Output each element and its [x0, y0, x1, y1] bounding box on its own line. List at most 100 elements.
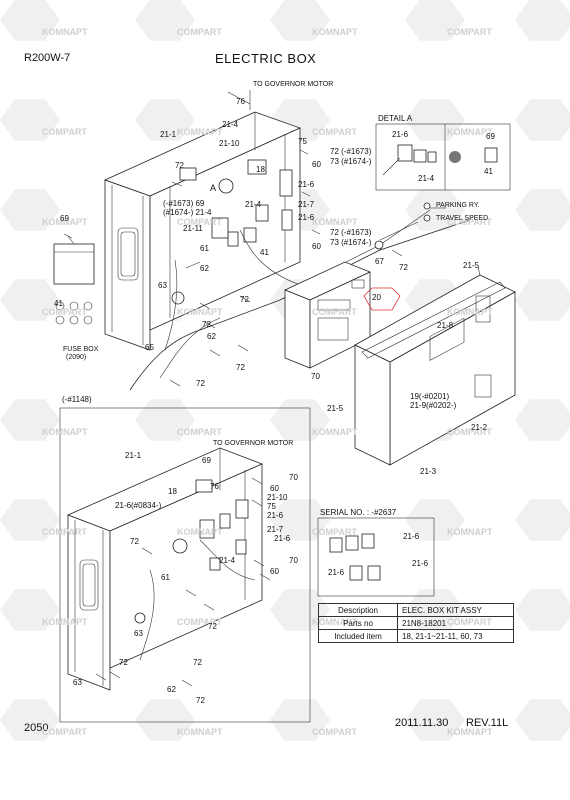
part-label: 60: [270, 567, 279, 576]
detail-a-marker: A: [210, 183, 217, 193]
watermark-brand: COMPART: [447, 27, 492, 37]
callout-20-outline: [363, 287, 401, 311]
part-label: 73 (#1674-): [330, 238, 372, 247]
part-label: 72: [399, 263, 408, 272]
watermark-brand: COMPART: [177, 427, 222, 437]
part-label: 72: [130, 537, 139, 546]
part-label: 62: [207, 332, 216, 341]
watermark-hexagon: [405, 0, 465, 41]
watermark-brand: KOMNAPT: [177, 127, 223, 137]
watermark-brand: COMPART: [312, 527, 357, 537]
watermark-hexagon: [515, 99, 570, 141]
watermark-hexagon: [0, 189, 60, 231]
watermark-brand: KOMNAPT: [312, 427, 358, 437]
part-label: 72: [175, 161, 184, 170]
table-cell-label: Included item: [318, 629, 398, 643]
part-label: 21-6: [403, 532, 420, 541]
watermark-brand: COMPART: [42, 527, 87, 537]
part-label: 19(-#0201): [410, 392, 450, 401]
part-label: 21-7: [267, 525, 284, 534]
part-label: 21-10: [219, 139, 240, 148]
part-label-highlight: 20: [372, 293, 381, 302]
electric-box-upper: [53, 90, 471, 391]
part-label: 21-4: [222, 120, 239, 129]
watermark-brand: KOMNAPT: [312, 27, 358, 37]
part-label: 60: [312, 160, 321, 169]
part-label: 62: [200, 264, 209, 273]
table-row: Included item 18, 21-1~21-11, 60, 73: [318, 629, 514, 643]
part-label: 70: [289, 556, 298, 565]
to-governor-motor-callout-lower: TO GOVERNOR MOTOR: [213, 440, 294, 447]
part-label: 21-4: [418, 174, 435, 183]
watermark-hexagon: [0, 699, 60, 741]
detail-a-label: DETAIL A: [378, 114, 413, 123]
watermark-hexagon: [405, 699, 465, 741]
part-label: 21-7: [298, 200, 315, 209]
part-label: 72: [119, 658, 128, 667]
watermark-hexagon: [515, 189, 570, 231]
part-label: 75: [267, 502, 276, 511]
part-label: 21-4: [245, 200, 262, 209]
table-cell-value: 18, 21-1~21-11, 60, 73: [397, 629, 514, 643]
watermark-hexagon: [270, 399, 330, 441]
watermark-hexagon: [0, 0, 60, 41]
part-label: 21-6: [274, 534, 291, 543]
watermark-brand: KOMNAPT: [42, 27, 88, 37]
watermark-brand: KOMNAPT: [177, 727, 223, 737]
table-cell-value: ELEC. BOX KIT ASSY: [397, 603, 514, 617]
travel-speed-callout: TRAVEL SPEED: [436, 215, 489, 222]
part-label: 73 (#1674-): [330, 157, 372, 166]
watermark-brand: KOMNAPT: [42, 217, 88, 227]
controller-module: [283, 261, 372, 369]
watermark-hexagon: [405, 189, 465, 231]
part-label: 21-6: [412, 559, 429, 568]
watermark-brand: COMPART: [447, 427, 492, 437]
part-label: 41: [260, 248, 269, 257]
part-label: 21-5: [463, 261, 480, 270]
to-governor-motor-callout: TO GOVERNOR MOTOR: [253, 81, 334, 88]
watermark-brand: KOMNAPT: [312, 217, 358, 227]
part-label: 21-8: [437, 321, 454, 330]
part-label: 21-1: [125, 451, 142, 460]
part-label: 41: [54, 299, 63, 308]
part-label: 60: [270, 484, 279, 493]
cover-panel: [354, 274, 516, 466]
watermark-hexagon: [515, 699, 570, 741]
table-row: Parts no 21N8-18201: [318, 616, 514, 630]
part-label: 72: [240, 295, 249, 304]
watermark-brand: COMPART: [42, 727, 87, 737]
part-label: 21-3: [420, 467, 437, 476]
watermark-brand: KOMNAPT: [42, 427, 88, 437]
part-label: 63: [158, 281, 167, 290]
part-label: 21-11: [183, 224, 203, 233]
part-label: 60: [312, 242, 321, 251]
table-cell-label: Description: [318, 603, 398, 617]
part-label: 21-6: [298, 180, 315, 189]
part-label: 21-6: [328, 568, 345, 577]
watermark-hexagon: [0, 279, 60, 321]
watermark-brand: COMPART: [312, 127, 357, 137]
watermark-hexagon: [135, 0, 195, 41]
part-label: 72: [202, 320, 211, 329]
watermark-brand: KOMNAPT: [447, 127, 493, 137]
watermark-hexagon: [515, 399, 570, 441]
part-label: 63: [73, 678, 82, 687]
part-label: 72: [236, 363, 245, 372]
part-label: 70: [289, 473, 298, 482]
watermark-hexagon: [515, 279, 570, 321]
watermark-brand: COMPART: [177, 617, 222, 627]
watermark-hexagon: [0, 399, 60, 441]
part-label: 61: [161, 573, 170, 582]
table-cell-label: Parts no: [318, 616, 398, 630]
watermark-brand: KOMNAPT: [447, 527, 493, 537]
part-label: 76: [236, 97, 245, 106]
watermark-brand: KOMNAPT: [177, 527, 223, 537]
part-label: 72: [208, 622, 217, 631]
watermark-hexagon: [405, 99, 465, 141]
part-label: 61: [200, 244, 209, 253]
part-label: 69: [60, 214, 69, 223]
part-label: (#1674-) 21-4: [163, 208, 212, 217]
watermark-hexagon: [270, 499, 330, 541]
